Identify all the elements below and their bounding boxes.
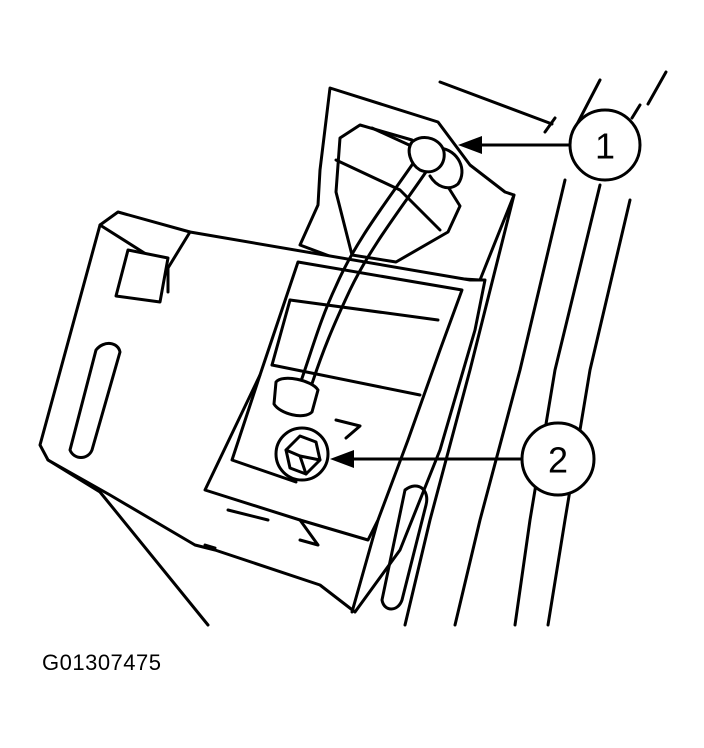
callout-1-circle — [568, 108, 642, 182]
callout-2-circle — [520, 421, 596, 497]
callout-1: 1 — [458, 108, 642, 182]
figure-code: G01307475 — [42, 650, 162, 675]
callout-2-arrowhead — [330, 450, 354, 468]
housing-opening — [203, 260, 464, 550]
callout-2: 2 — [330, 421, 596, 497]
callout-2-number: 2 — [548, 440, 568, 481]
callout-1-arrowhead — [458, 136, 482, 154]
release-cable — [272, 136, 446, 418]
callout-1-number: 1 — [595, 126, 615, 167]
upper-bracket — [298, 86, 516, 282]
retaining-bolt — [274, 426, 330, 482]
